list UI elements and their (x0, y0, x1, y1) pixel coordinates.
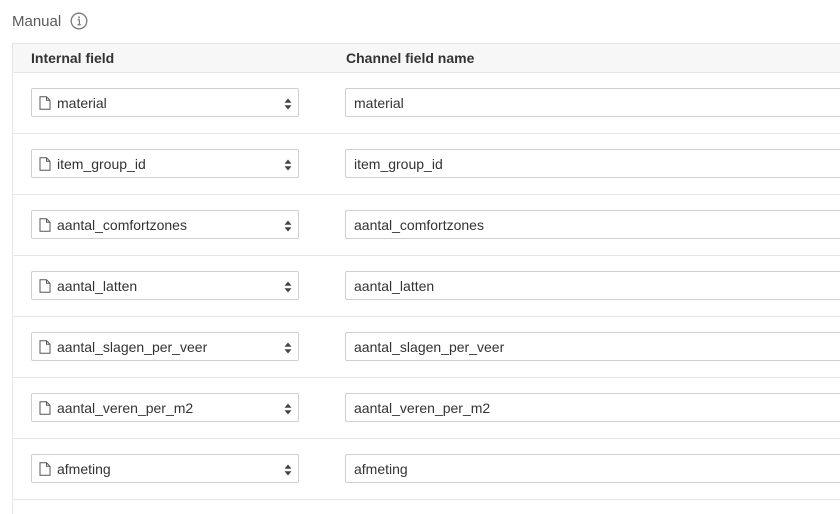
sort-arrows-icon (284, 97, 292, 110)
internal-field-value: material (57, 94, 107, 111)
document-icon (39, 461, 51, 476)
document-icon (39, 278, 51, 293)
sort-arrows-icon (284, 158, 292, 171)
section-title: Manual (12, 12, 62, 30)
channel-field-input[interactable] (345, 393, 840, 422)
internal-field-select[interactable]: material (31, 88, 299, 117)
channel-field-input[interactable] (345, 332, 840, 361)
sort-arrows-icon (284, 402, 292, 415)
header-channel-field-name: Channel field name (346, 50, 475, 66)
table-row: item_group_id (13, 134, 840, 195)
internal-field-select[interactable]: aantal_veren_per_m2 (31, 393, 299, 422)
header-internal-field: Internal field (31, 50, 115, 66)
internal-field-value: afmeting (57, 460, 111, 477)
field-mapping-table: Internal field Channel field name materi… (12, 43, 840, 514)
table-row: aantal_slagen_per_veer (13, 317, 840, 378)
table-row: aantal_veren_per_m2 (13, 378, 840, 439)
internal-field-value: aantal_veren_per_m2 (57, 399, 194, 416)
table-row: afmeting (13, 439, 840, 500)
internal-field-value: aantal_slagen_per_veer (57, 338, 208, 355)
channel-field-input[interactable] (345, 210, 840, 239)
sort-arrows-icon (284, 341, 292, 354)
info-circle-icon[interactable] (70, 12, 88, 30)
internal-field-select[interactable]: item_group_id (31, 149, 299, 178)
sort-arrows-icon (284, 280, 292, 293)
table-row: aantal_latten (13, 256, 840, 317)
internal-field-select[interactable]: aantal_comfortzones (31, 210, 299, 239)
channel-field-input[interactable] (345, 454, 840, 483)
table-row: aantal_comfortzones (13, 195, 840, 256)
document-icon (39, 339, 51, 354)
channel-field-input[interactable] (345, 88, 840, 117)
channel-field-input[interactable] (345, 149, 840, 178)
internal-field-select[interactable]: aantal_slagen_per_veer (31, 332, 299, 361)
internal-field-value: item_group_id (57, 155, 146, 172)
section-header: Manual (12, 10, 88, 32)
internal-field-select[interactable]: afmeting (31, 454, 299, 483)
sort-arrows-icon (284, 463, 292, 476)
document-icon (39, 217, 51, 232)
document-icon (39, 400, 51, 415)
channel-field-input[interactable] (345, 271, 840, 300)
document-icon (39, 156, 51, 171)
internal-field-select[interactable]: aantal_latten (31, 271, 299, 300)
table-row: material (13, 73, 840, 134)
internal-field-value: aantal_latten (57, 277, 138, 294)
table-header: Internal field Channel field name (13, 44, 840, 73)
internal-field-value: aantal_comfortzones (57, 216, 187, 233)
sort-arrows-icon (284, 219, 292, 232)
document-icon (39, 95, 51, 110)
